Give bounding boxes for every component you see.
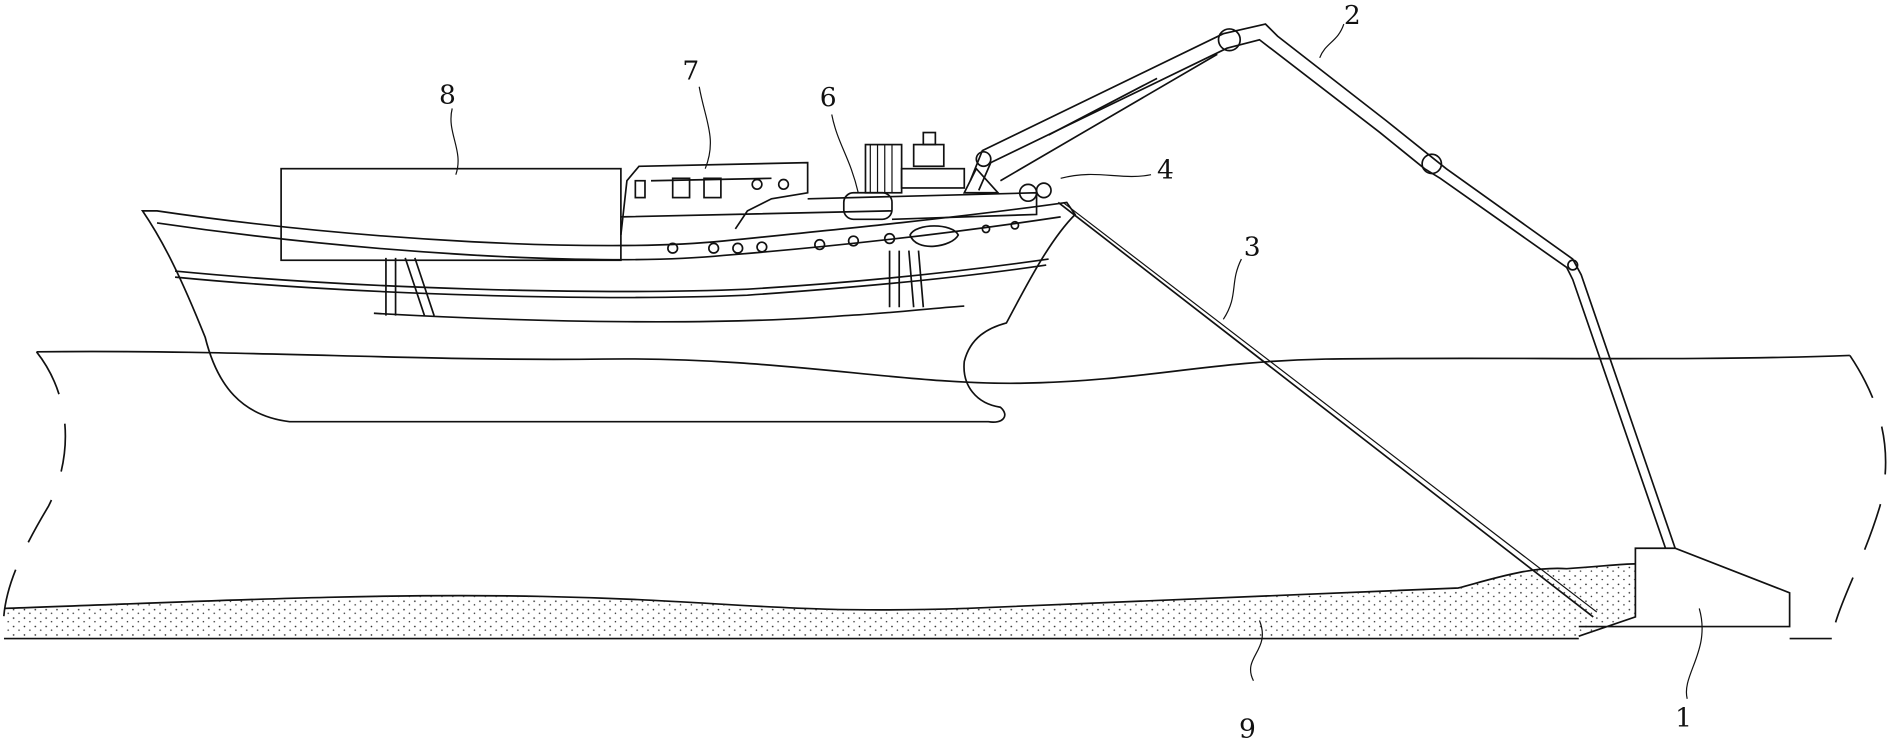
label-8: 8	[439, 80, 456, 111]
label-2: 2	[1344, 0, 1361, 31]
label-7: 7	[682, 56, 699, 87]
seabed	[3, 563, 1832, 640]
label-6: 6	[820, 82, 837, 113]
boom	[962, 23, 1676, 549]
left-boundary	[2, 351, 67, 639]
cabin	[620, 161, 893, 236]
label-1: 1	[1675, 703, 1692, 734]
water-surface	[36, 350, 1850, 385]
right-boundary	[1830, 354, 1887, 639]
label-4: 4	[1157, 154, 1174, 185]
label-9: 9	[1239, 713, 1256, 741]
label-3: 3	[1244, 231, 1261, 262]
ship	[140, 131, 1077, 423]
container-box	[280, 167, 622, 262]
leader-lines	[450, 23, 1703, 699]
cable	[1057, 201, 1594, 618]
